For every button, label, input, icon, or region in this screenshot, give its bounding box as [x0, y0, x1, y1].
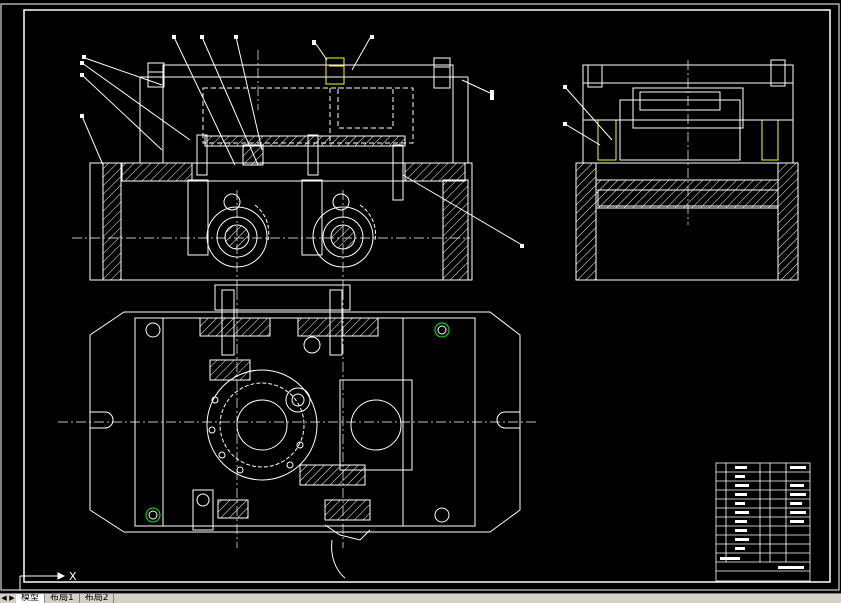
ucs-x-label: X	[69, 570, 77, 583]
tab-nav-first-button[interactable]: ◀	[1, 594, 7, 602]
front-view	[81, 36, 523, 281]
tab-layout-2[interactable]: 布局2	[80, 594, 115, 603]
tab-model[interactable]: 模型	[16, 594, 46, 603]
drawing-inner-border	[23, 9, 831, 583]
front-view-balloons	[80, 35, 524, 248]
layout-tab-bar: ◀ ▶ 模型 布局1 布局2	[0, 593, 841, 603]
side-view	[564, 59, 799, 281]
plan-view	[89, 284, 521, 579]
side-view-balloons	[563, 85, 567, 126]
title-block	[715, 462, 811, 582]
title-block-glyphs	[720, 466, 806, 569]
front-view-centerlines	[72, 50, 470, 290]
drawing-outer-border	[0, 3, 840, 591]
tab-layout-1[interactable]: 布局1	[45, 594, 80, 603]
plan-view-centerlines	[58, 290, 538, 548]
ucs-icon	[19, 572, 66, 590]
tab-nav-next-button[interactable]: ▶	[9, 594, 15, 602]
